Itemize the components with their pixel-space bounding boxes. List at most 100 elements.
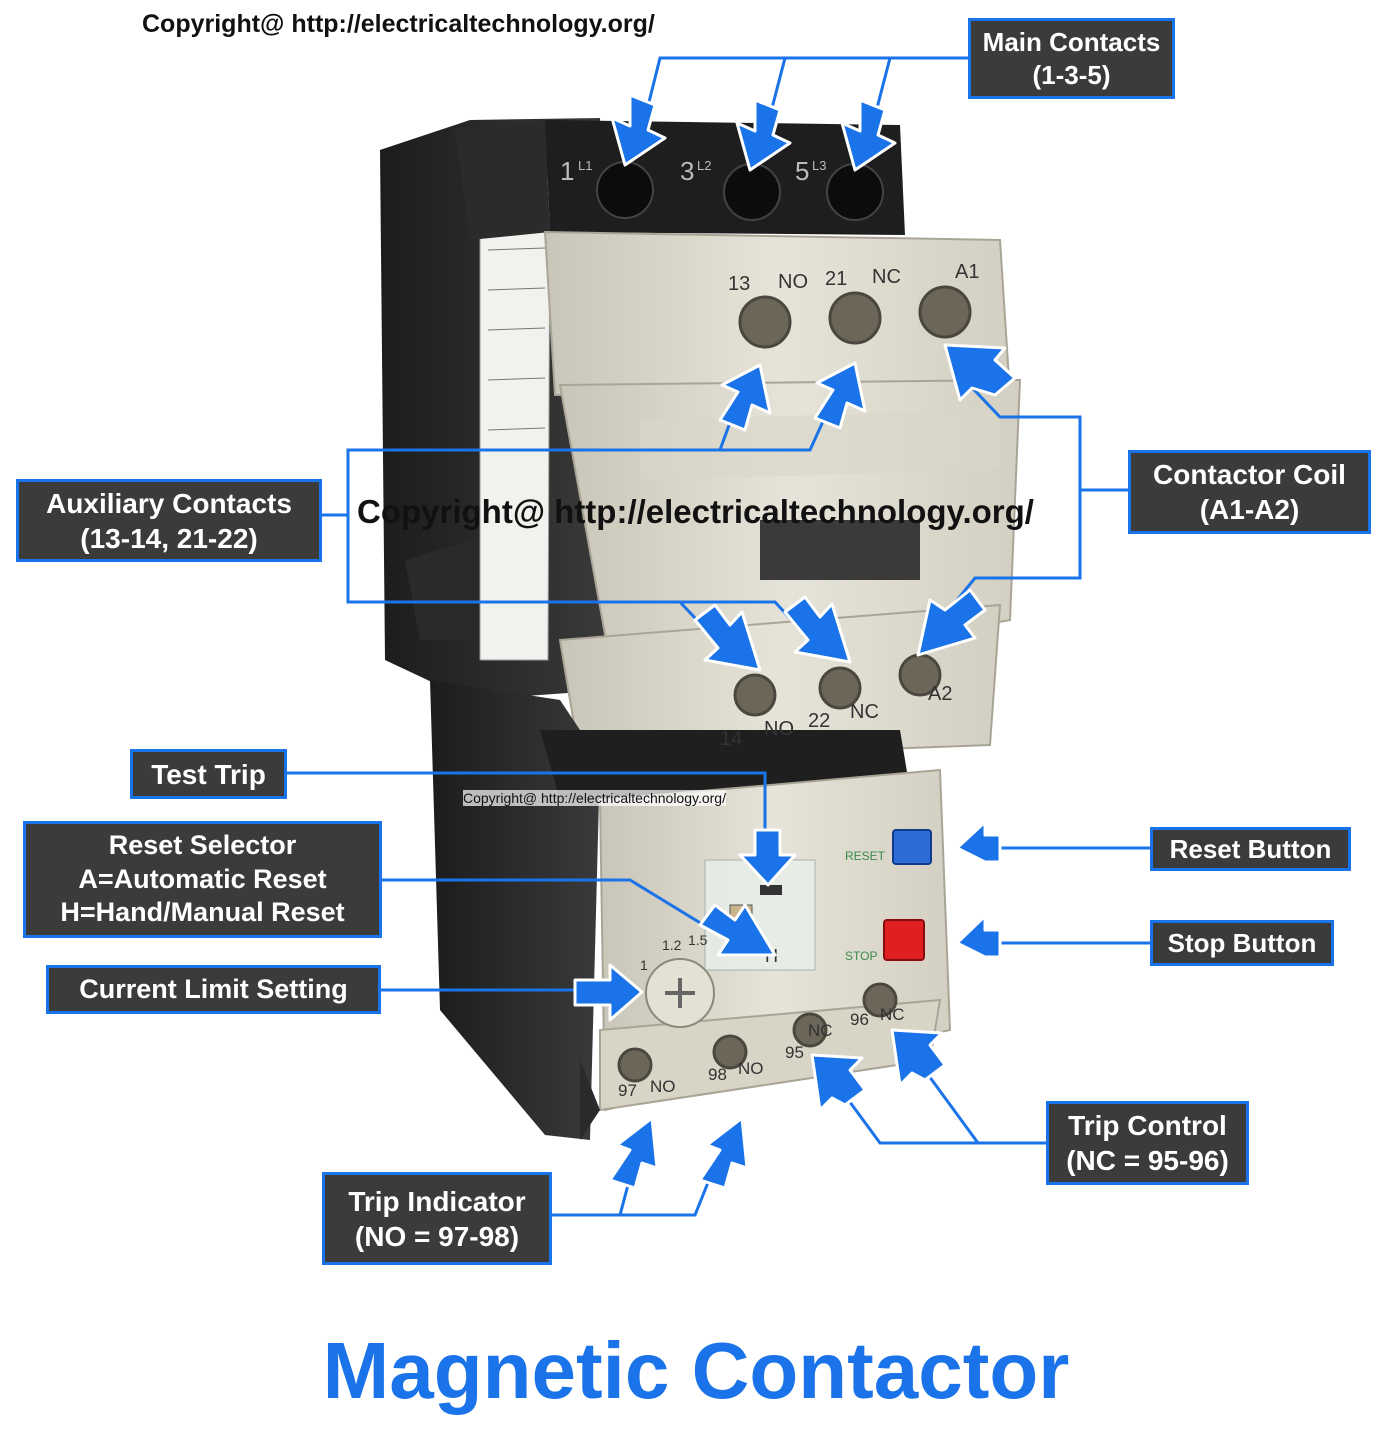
arrow-trip-control-95 (810, 1053, 867, 1112)
mark-main-l2: L2 (697, 158, 711, 173)
arrow-aux-21 (813, 361, 867, 430)
label-reset-button-line1: Reset Button (1169, 833, 1332, 864)
arrow-coil-a2 (916, 588, 987, 657)
arrow-aux-22 (783, 595, 852, 664)
label-stop-button: Stop Button (1150, 920, 1334, 966)
label-trip-indicator-line1: Trip Indicator (348, 1185, 526, 1217)
label-reset-selector: Reset Selector A=Automatic Reset H=Hand/… (23, 821, 382, 938)
label-current-limit: Current Limit Setting (46, 965, 381, 1014)
terminal-screw-3 (723, 163, 781, 221)
dial-mark-1-2: 1.2 (662, 937, 682, 953)
terminal-screw-97 (617, 1047, 653, 1083)
arrow-trip-indicator-97 (608, 1116, 659, 1190)
terminal-screws (596, 161, 972, 1083)
pointer-arrows (573, 93, 1017, 1190)
label-trip-control: Trip Control (NC = 95-96) (1046, 1101, 1249, 1185)
test-trip-slot (760, 885, 782, 895)
mark-aux-22: 22 (808, 710, 830, 732)
mark-relay-no-97: NO (650, 1077, 676, 1096)
contactor-mount-tab (405, 540, 470, 640)
label-trip-control-line2: (NC = 95-96) (1066, 1145, 1229, 1176)
label-contactor-coil-line1: Contactor Coil (1153, 459, 1346, 490)
terminal-screw-98 (712, 1034, 748, 1070)
label-stop-button-line1: Stop Button (1167, 927, 1317, 958)
label-main-contacts-line2: (1-3-5) (1032, 59, 1111, 90)
arrow-trip-control-96 (890, 1028, 947, 1087)
label-reset-selector-line1: Reset Selector (108, 829, 297, 860)
stop-button[interactable] (883, 919, 925, 961)
dial-mark-1-5: 1.5 (688, 932, 708, 948)
mark-aux-nc: NC (872, 266, 901, 288)
label-main-contacts-line1: Main Contacts (982, 27, 1161, 57)
terminal-screw-a1 (918, 285, 972, 339)
page-title: Magnetic Contactor (322, 1326, 1070, 1415)
overload-relay-body (430, 680, 952, 1140)
mark-aux-no: NO (778, 271, 808, 293)
reset-button[interactable] (892, 829, 932, 865)
mark-aux-a2: A2 (928, 683, 952, 705)
arrow-current-limit (573, 963, 644, 1022)
label-test-trip: Test Trip (130, 749, 287, 799)
mark-aux-13: 13 (728, 273, 750, 295)
label-auxiliary-contacts-line1: Auxiliary Contacts (46, 487, 292, 519)
mark-main-l1: L1 (578, 158, 592, 173)
label-main-contacts: Main Contacts (1-3-5) (968, 18, 1175, 99)
label-auxiliary-contacts: Auxiliary Contacts (13-14, 21-22) (16, 479, 322, 562)
terminal-screw-22 (818, 666, 862, 710)
label-current-limit-line1: Current Limit Setting (79, 973, 348, 1004)
terminal-screw-95 (792, 1012, 828, 1048)
stop-button-mark: STOP (845, 949, 877, 963)
arrow-aux-13 (718, 363, 772, 432)
copyright-top: Copyright@ http://electricaltechnology.o… (142, 10, 655, 38)
label-trip-control-line1: Trip Control (1068, 1110, 1227, 1141)
arrow-aux-14 (693, 603, 762, 672)
mark-relay-no-98: NO (738, 1059, 764, 1078)
terminal-screw-21 (828, 291, 882, 345)
copyright-small: Copyright@ http://electricaltechnology.o… (463, 790, 726, 806)
mark-main-5: 5 (795, 156, 809, 186)
mark-main-3: 3 (680, 156, 694, 186)
label-test-trip-line1: Test Trip (151, 758, 266, 790)
arrow-main-5 (840, 98, 897, 172)
mark-main-1: 1 (560, 156, 574, 186)
terminal-screw-96 (862, 982, 898, 1018)
mark-aux-no-bottom: NO (764, 718, 794, 740)
arrow-test-trip (738, 828, 797, 887)
mark-aux-a1: A1 (955, 261, 979, 283)
terminal-screw-13 (738, 295, 792, 349)
mark-relay-nc-95: NC (808, 1021, 833, 1040)
mark-aux-21: 21 (825, 268, 847, 290)
mark-relay-96: 96 (850, 1010, 869, 1029)
arrow-coil-a1 (943, 343, 1017, 402)
mark-aux-nc-bottom: NC (850, 701, 879, 723)
label-reset-selector-line2: A=Automatic Reset (78, 863, 327, 894)
mark-main-l3: L3 (812, 158, 826, 173)
dial-mark-1: 1 (640, 957, 648, 973)
arrow-main-1 (610, 93, 667, 167)
contactor-body (380, 118, 1022, 762)
arrow-reset-button (955, 820, 1002, 864)
mark-relay-98: 98 (708, 1065, 727, 1084)
label-reset-button: Reset Button (1150, 827, 1351, 871)
mark-relay-nc-96: NC (880, 1005, 905, 1024)
arrow-reset-selector (698, 903, 777, 957)
terminal-screw-1 (596, 161, 654, 219)
cover-window (760, 520, 920, 580)
mark-relay-97: 97 (618, 1081, 637, 1100)
label-auxiliary-contacts-line2: (13-14, 21-22) (80, 522, 258, 554)
leader-test-trip (287, 771, 767, 850)
terminal-screw-14 (733, 673, 777, 717)
mark-aux-14: 14 (720, 728, 742, 750)
copyright-middle: Copyright@ http://electricaltechnology.o… (357, 493, 1034, 530)
label-trip-indicator: Trip Indicator (NO = 97-98) (322, 1172, 552, 1265)
reset-button-mark: RESET (845, 849, 886, 863)
label-contactor-coil: Contactor Coil (A1-A2) (1128, 450, 1371, 534)
leader-reset-selector (382, 878, 721, 937)
label-trip-indicator-line2: (NO = 97-98) (354, 1220, 520, 1252)
label-reset-selector-line3: H=Hand/Manual Reset (60, 897, 345, 928)
arrow-trip-indicator-98 (698, 1116, 749, 1190)
arrow-stop-button (955, 914, 1002, 959)
leader-contactor-coil (958, 373, 1128, 492)
terminal-screw-5 (826, 163, 884, 221)
